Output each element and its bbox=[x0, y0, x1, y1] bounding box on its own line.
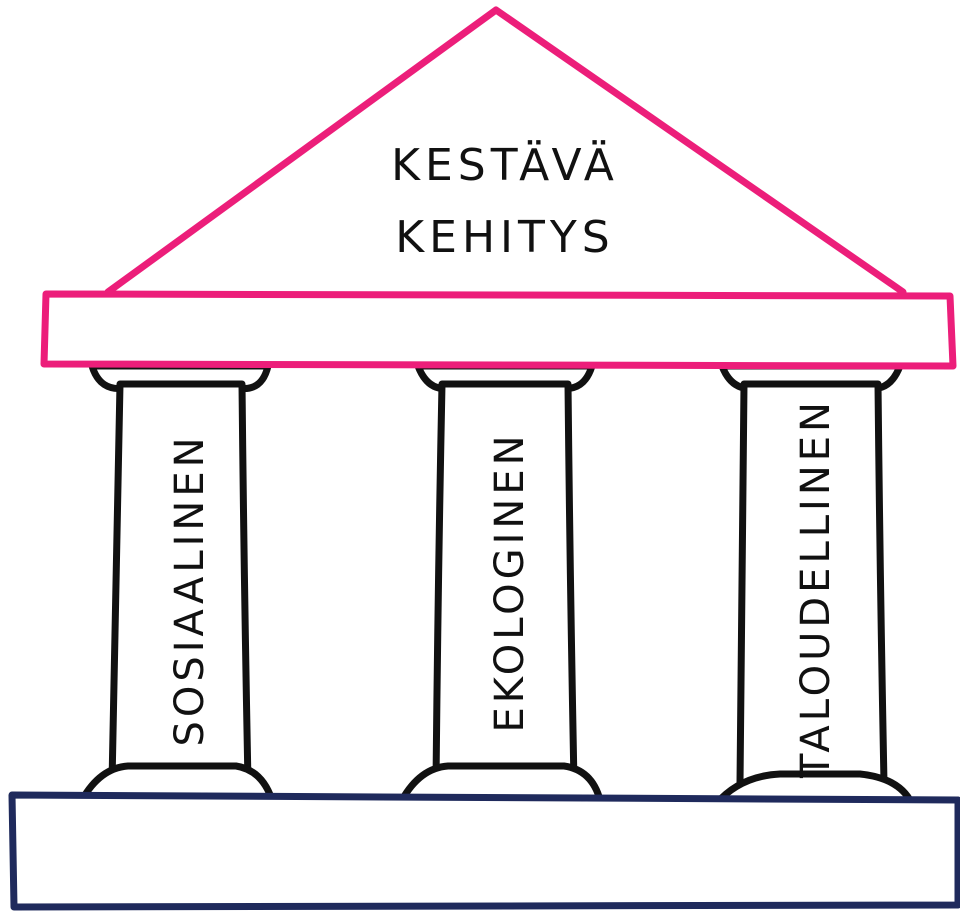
roof-title-line1: KESTÄVÄ bbox=[391, 139, 619, 191]
pillar-label: TALOUDELLINEN bbox=[793, 398, 839, 779]
pillar-label: EKOLOGINEN bbox=[487, 431, 533, 732]
pillar-label: SOSIAALINEN bbox=[167, 433, 213, 746]
pillar-sosiaalinen: SOSIAALINEN bbox=[78, 362, 276, 804]
pillar-ekologinen: EKOLOGINEN bbox=[398, 362, 604, 804]
pillar-base bbox=[398, 762, 604, 804]
pillar-base bbox=[78, 762, 276, 804]
pillar-taloudellinen: TALOUDELLINEN bbox=[712, 362, 916, 808]
roof-beam bbox=[40, 290, 957, 370]
roof-pediment bbox=[104, 6, 907, 296]
base-platform bbox=[8, 791, 960, 911]
roof-title-line2: KEHITYS bbox=[395, 212, 614, 263]
